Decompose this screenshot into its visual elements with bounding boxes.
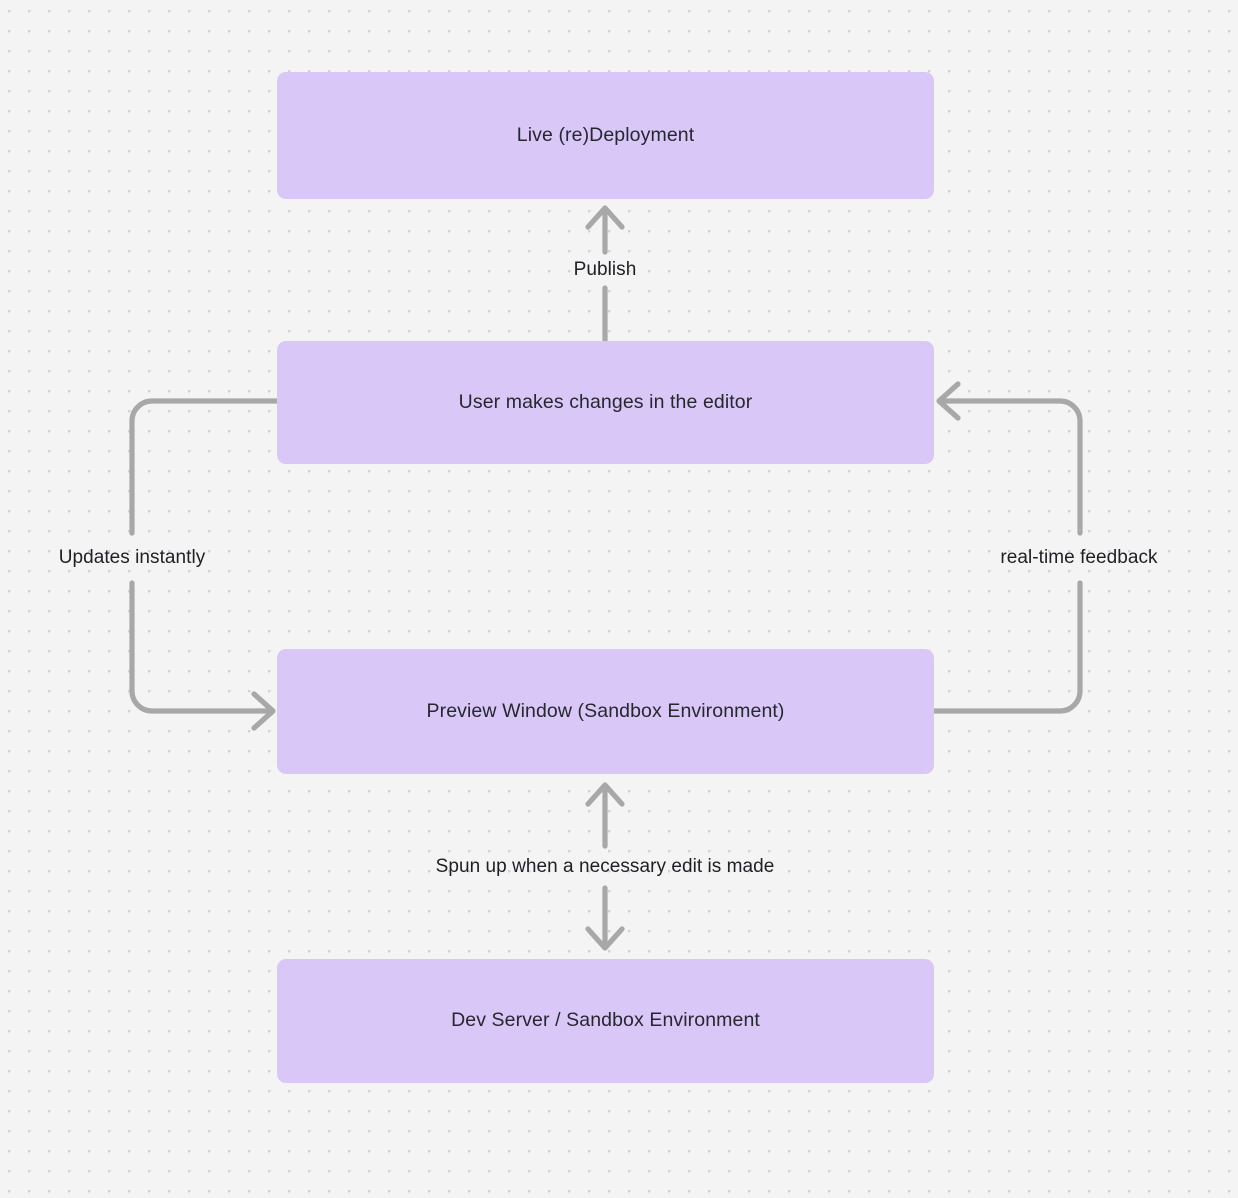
node-preview-window[interactable]: Preview Window (Sandbox Environment) xyxy=(277,649,934,774)
node-label: Preview Window (Sandbox Environment) xyxy=(426,699,785,722)
node-live-redeployment[interactable]: Live (re)Deployment xyxy=(277,72,934,199)
node-label: Live (re)Deployment xyxy=(516,123,695,146)
node-dev-server[interactable]: Dev Server / Sandbox Environment xyxy=(277,959,934,1083)
edge-label-real-time-feedback: real-time feedback xyxy=(1000,547,1158,568)
node-label: User makes changes in the editor xyxy=(458,390,753,413)
node-user-makes-changes[interactable]: User makes changes in the editor xyxy=(277,341,934,464)
edge-label-spun-up: Spun up when a necessary edit is made xyxy=(435,856,775,877)
edge-label-updates-instantly: Updates instantly xyxy=(58,547,206,568)
edge-label-publish: Publish xyxy=(573,259,637,280)
node-label: Dev Server / Sandbox Environment xyxy=(451,1009,760,1032)
